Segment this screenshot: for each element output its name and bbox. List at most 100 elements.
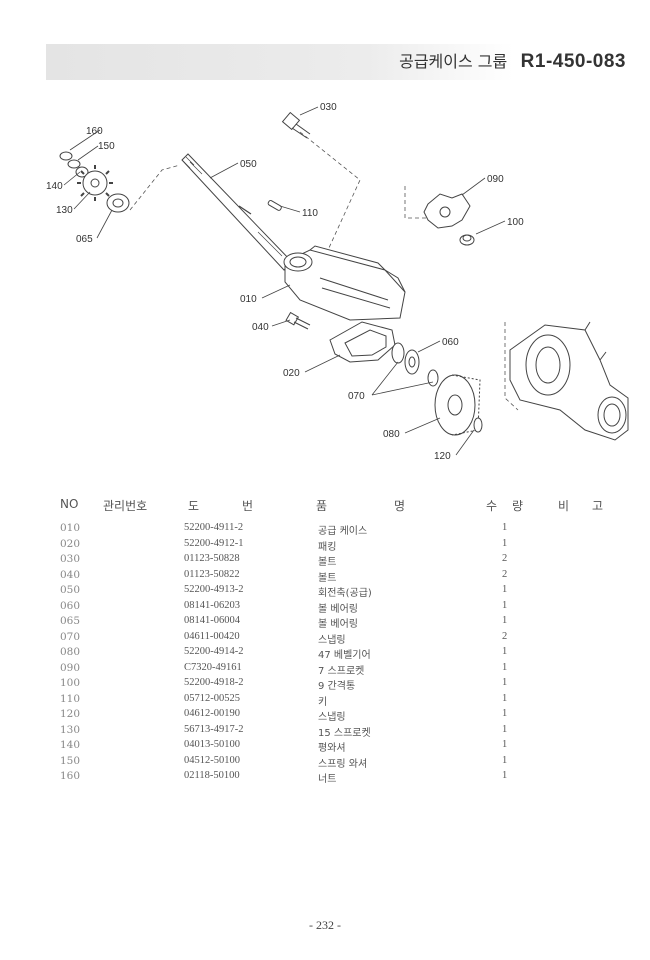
row-no: 060 <box>60 599 81 612</box>
table-row: 160 02118-50100 너트 1 <box>0 770 650 785</box>
row-no: 130 <box>60 723 81 736</box>
row-no: 140 <box>60 739 81 751</box>
row-part-name: 스냅링 <box>318 712 346 723</box>
row-qty: 1 <box>502 739 508 750</box>
sprocket-090 <box>423 193 471 229</box>
row-part-number: 04612-00190 <box>184 708 240 719</box>
row-no: 120 <box>60 708 81 720</box>
bearing-060 <box>404 349 420 375</box>
supply-case-010 <box>283 245 406 321</box>
callout-070: 070 <box>348 391 365 402</box>
snap-ring-070a <box>391 342 405 364</box>
row-qty: 2 <box>502 553 508 564</box>
row-part-number: 52200-4914-2 <box>184 646 244 657</box>
header-band <box>46 44 630 80</box>
row-part-name: 15 스프로켓 <box>318 727 371 739</box>
row-part-name: 패킹 <box>318 541 337 553</box>
table-row: 020 52200-4912-1 패킹 1 <box>0 538 650 553</box>
col-do: 도 <box>188 499 200 513</box>
row-qty: 2 <box>502 568 508 580</box>
col-mgmt-no: 관리번호 <box>103 499 148 513</box>
callout-030: 030 <box>320 102 337 113</box>
row-part-name: 너트 <box>318 774 337 785</box>
col-ryang: 량 <box>512 499 524 513</box>
row-part-name: 47 베벨기어 <box>318 650 371 661</box>
page-title: 공급케이스 그룹 R1-450-083 <box>399 48 626 73</box>
row-no: 160 <box>60 770 81 782</box>
row-no: 010 <box>60 522 81 534</box>
row-no: 040 <box>60 568 81 581</box>
row-qty: 1 <box>502 646 508 657</box>
row-qty: 1 <box>502 692 508 704</box>
callout-050: 050 <box>240 159 257 170</box>
row-part-number: 52200-4913-2 <box>184 584 244 595</box>
bolt-040 <box>285 311 311 330</box>
row-no: 020 <box>60 537 81 550</box>
table-row: 010 52200-4911-2 공급 케이스 1 <box>0 522 650 537</box>
gearbox-housing <box>509 321 629 441</box>
row-no: 090 <box>60 661 81 674</box>
col-beon: 번 <box>242 499 254 513</box>
exploded-parts-diagram: 030 160 150 140 130 065 050 110 090 100 … <box>46 102 629 462</box>
table-row: 060 08141-06203 볼 베어링 1 <box>0 600 650 615</box>
row-part-number: 01123-50828 <box>184 553 240 564</box>
callout-065: 065 <box>76 234 93 245</box>
callout-120: 120 <box>434 451 451 462</box>
row-part-name: 7 스프로켓 <box>318 665 365 677</box>
assembly-guide-lines <box>129 131 519 411</box>
row-qty: 1 <box>502 754 508 766</box>
row-part-number: 52200-4918-2 <box>184 677 244 688</box>
row-no: 110 <box>60 692 81 705</box>
table-row: 150 04512-50100 스프링 와셔 1 <box>0 755 650 770</box>
row-no: 030 <box>60 553 81 565</box>
snap-ring-120 <box>473 417 483 433</box>
row-no: 070 <box>60 630 81 643</box>
col-su: 수 <box>486 499 498 513</box>
callout-160: 160 <box>86 126 103 137</box>
row-part-name: 볼 베어링 <box>318 619 358 630</box>
small-parts-cluster <box>59 151 130 213</box>
col-bi: 비 <box>558 499 570 513</box>
row-qty: 1 <box>502 599 508 611</box>
table-row: 080 52200-4914-2 47 베벨기어 1 <box>0 646 650 661</box>
row-part-number: C7320-49161 <box>184 661 242 673</box>
row-qty: 1 <box>502 770 508 781</box>
row-part-name: 공급 케이스 <box>318 526 368 537</box>
row-part-name: 볼 베어링 <box>318 603 358 615</box>
row-part-number: 08141-06203 <box>184 599 240 611</box>
row-part-name: 스냅링 <box>318 634 346 646</box>
group-code: R1-450-083 <box>520 51 626 72</box>
row-qty: 1 <box>502 615 508 626</box>
col-pum: 품 <box>316 499 328 513</box>
packing-020 <box>329 321 396 363</box>
col-myeong: 명 <box>394 499 406 513</box>
table-row: 050 52200-4913-2 회전축(공급) 1 <box>0 584 650 599</box>
callout-020: 020 <box>283 368 300 379</box>
table-row: 130 56713-4917-2 15 스프로켓 1 <box>0 724 650 739</box>
key-110 <box>267 200 282 211</box>
col-go: 고 <box>592 499 604 513</box>
spacer-100 <box>459 234 475 246</box>
row-part-number: 08141-06004 <box>184 615 240 626</box>
col-no: NO <box>60 497 79 511</box>
table-row: 070 04611-00420 스냅링 2 <box>0 631 650 646</box>
row-qty: 1 <box>502 537 508 549</box>
row-qty: 2 <box>502 630 508 642</box>
row-part-number: 04611-00420 <box>184 630 240 642</box>
table-row: 040 01123-50822 볼트 2 <box>0 569 650 584</box>
callout-110: 110 <box>302 208 318 219</box>
row-qty: 1 <box>502 677 508 688</box>
row-qty: 1 <box>502 723 508 735</box>
shaft-050 <box>181 153 293 271</box>
row-no: 080 <box>60 646 81 658</box>
snap-ring-070b <box>427 369 439 387</box>
table-row: 120 04612-00190 스냅링 1 <box>0 708 650 723</box>
row-no: 050 <box>60 584 81 596</box>
row-part-number: 56713-4917-2 <box>184 723 244 735</box>
table-row: 110 05712-00525 키 1 <box>0 693 650 708</box>
group-name: 공급케이스 그룹 <box>399 52 508 71</box>
callout-090: 090 <box>487 174 504 185</box>
row-part-number: 04512-50100 <box>184 754 240 766</box>
table-row: 100 52200-4918-2 9 간격통 1 <box>0 677 650 692</box>
row-part-number: 01123-50822 <box>184 568 240 580</box>
